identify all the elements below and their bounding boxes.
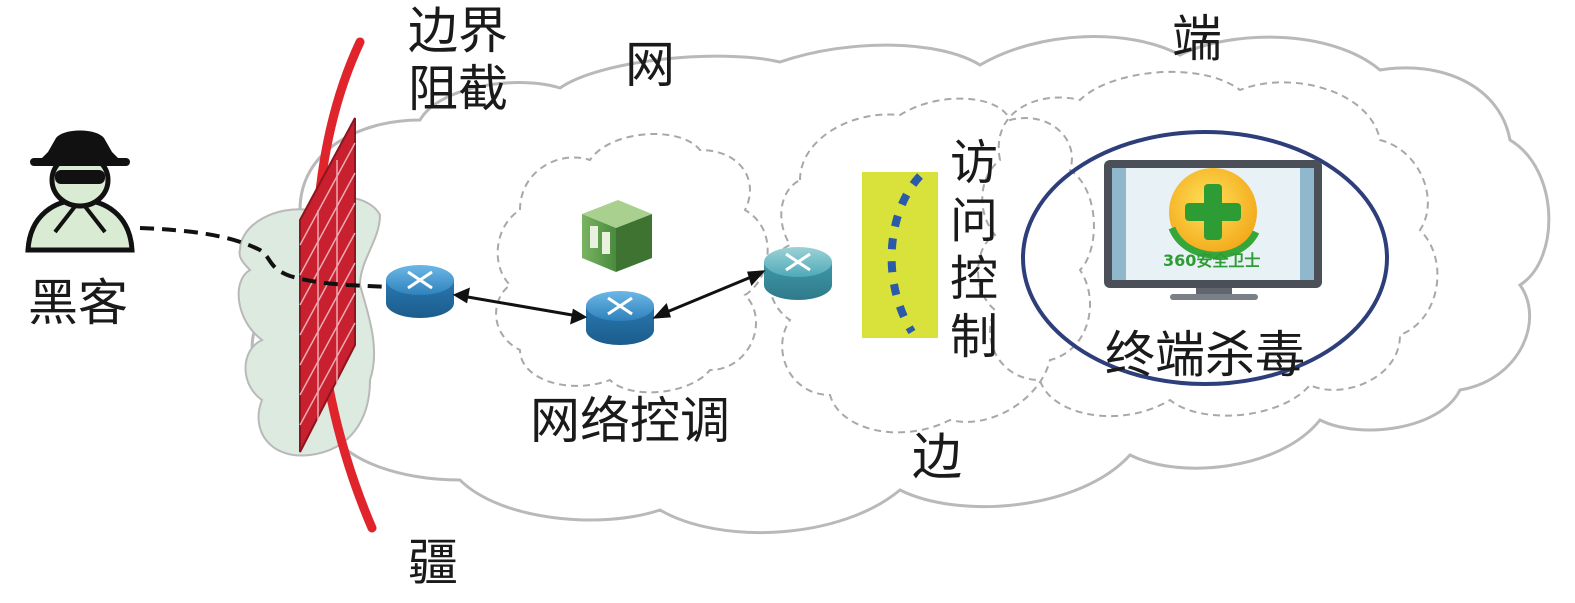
router-icon (386, 265, 454, 318)
edge-label: 边 (912, 428, 962, 486)
router-icon (586, 291, 654, 345)
access-control-label: 访问控制 (950, 135, 999, 365)
server-icon (582, 200, 652, 272)
endpoint-ring (1021, 130, 1389, 386)
endpoint-dashed-cloud (977, 70, 1439, 418)
network-control-label: 网络控调 (530, 392, 730, 450)
antivirus-brand-label: 360安全卫士 (1163, 251, 1261, 270)
network-label: 网 (625, 36, 675, 94)
end-label: 端 (1172, 10, 1222, 68)
network-dashed-cloud (495, 133, 769, 394)
spy-hacker-icon (25, 130, 135, 253)
endpoint-antivirus-label: 终端杀毒 (1105, 326, 1305, 384)
access-control-barrier-icon (862, 172, 938, 338)
frontier-label: 疆 (408, 534, 458, 592)
360-shield-logo-icon (1168, 168, 1260, 259)
router-icon (764, 247, 832, 300)
hacker-label: 黑客 (28, 274, 128, 332)
hacker-attack-path (139, 226, 391, 289)
connection-arrows (452, 270, 766, 325)
boundary-block-label: 边界阻截 (408, 2, 508, 118)
edge-dashed-cloud (768, 97, 1095, 434)
